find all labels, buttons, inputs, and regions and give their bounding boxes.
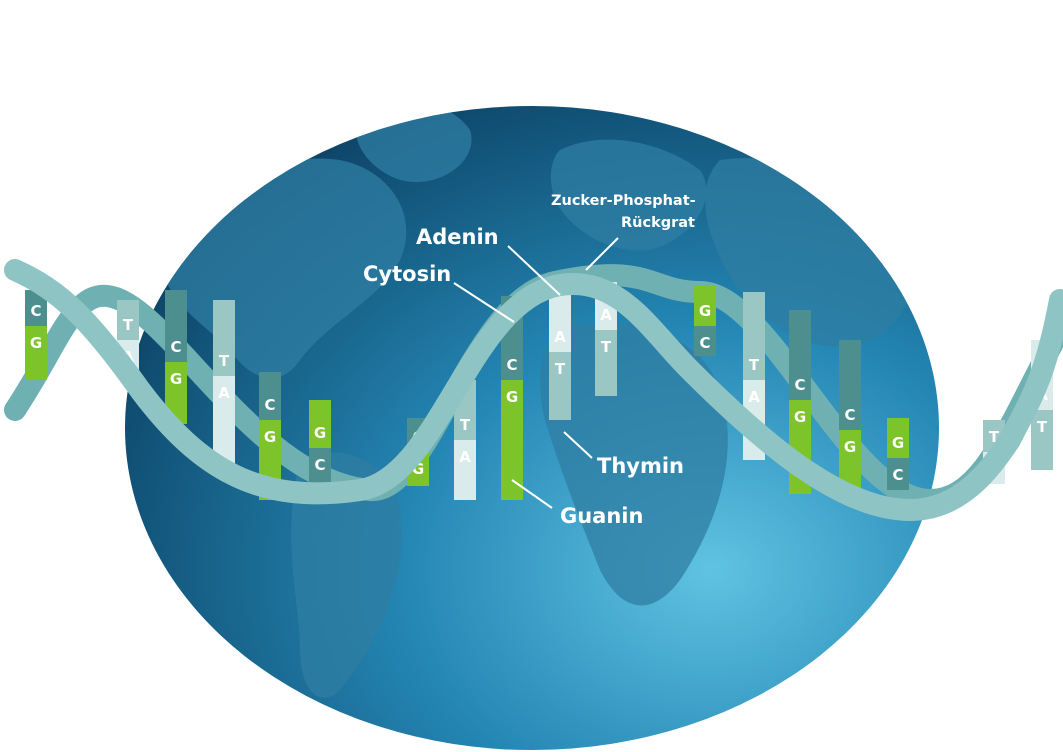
base-letter-bottom-4: G (264, 428, 276, 446)
base-letter-bottom-10: T (601, 338, 612, 356)
base-letter-top-8: C (506, 356, 517, 374)
label-adenine: Adenin (416, 225, 499, 249)
label-cytosine: Cytosin (363, 262, 451, 286)
base-letter-top-10: A (600, 306, 612, 324)
base-letter-top-2: C (170, 338, 181, 356)
base-letter-top-11: G (699, 302, 711, 320)
base-letter-top-9: A (554, 328, 566, 346)
base-letter-bottom-0: G (30, 334, 42, 352)
base-letter-bottom-15: C (892, 466, 903, 484)
base-letter-top-14: C (844, 406, 855, 424)
base-letter-bottom-8: G (506, 388, 518, 406)
base-letter-top-7: T (460, 416, 471, 434)
base-letter-top-3: T (219, 352, 230, 370)
base-letter-bottom-9: T (555, 360, 566, 378)
base-letter-bottom-14: G (844, 438, 856, 456)
base-letter-bottom-2: G (170, 370, 182, 388)
base-letter-top-0: C (30, 302, 41, 320)
base-letter-top-1: T (123, 316, 134, 334)
base-letter-bottom-12: A (748, 388, 760, 406)
label-backbone-line2: Rückgrat (621, 215, 695, 231)
base-letter-top-5: G (314, 424, 326, 442)
base-letter-bottom-3: A (218, 384, 230, 402)
base-letter-top-12: T (749, 356, 760, 374)
label-guanine: Guanin (560, 504, 643, 528)
base-letter-bottom-5: C (314, 456, 325, 474)
base-letter-bottom-17: T (1037, 418, 1048, 436)
base-letter-bottom-7: A (459, 448, 471, 466)
base-letter-top-4: C (264, 396, 275, 414)
base-letter-top-13: C (794, 376, 805, 394)
base-letter-top-15: G (892, 434, 904, 452)
base-letter-bottom-13: G (794, 408, 806, 426)
base-letter-bottom-11: C (699, 334, 710, 352)
label-thymine: Thymin (597, 454, 684, 478)
label-backbone-line1: Zucker-Phosphat- (551, 193, 696, 209)
